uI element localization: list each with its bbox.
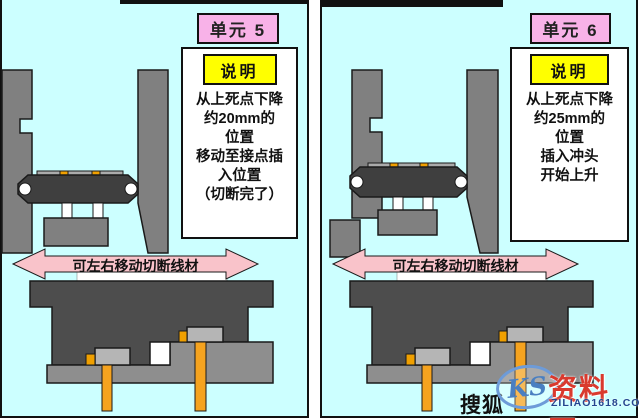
unit5-die-orange-right — [178, 330, 188, 343]
unit5-die-block-right — [186, 326, 224, 343]
unit5-right-column — [137, 69, 169, 254]
unit6-arrow-label: 可左右移动切断线材 — [392, 258, 519, 274]
unit6-ram-top-bar — [322, 0, 503, 7]
watermark-url: ZILIAO1618.COM — [551, 397, 640, 409]
unit6-right-column — [466, 69, 499, 254]
unit6-title: 单元 6 — [542, 21, 599, 40]
unit5-desc-line: 入位置 — [217, 168, 262, 184]
unit5-desc-line: 从上死点下降 — [196, 92, 283, 108]
unit5-die-orange-left — [85, 353, 96, 366]
unit5-anvil-block — [43, 217, 109, 247]
unit5-roller-right-icon — [124, 182, 138, 196]
unit6-desc-line: 插入冲头 — [540, 149, 599, 165]
unit6-carrier-bar — [349, 166, 468, 198]
unit5-desc-line: （切断完了） — [196, 187, 283, 203]
unit6-info-box: 说明 从上死点下降 约25mm的 位置 插入冲头 开始上升 — [510, 47, 629, 242]
unit6-machine — [329, 69, 594, 412]
unit5-move-arrow — [11, 248, 260, 280]
unit5-terminal-left — [61, 202, 73, 220]
unit6-desc-line: 开始上升 — [540, 168, 599, 184]
unit5-desc-line: 约20mm的 — [204, 111, 275, 127]
unit5-desc-line: 位置 — [225, 130, 254, 146]
unit6-die-orange-left — [405, 353, 416, 366]
unit5-desc-line: 移动至接点插 — [196, 149, 283, 165]
unit6-die-block-right — [506, 326, 544, 343]
unit6-desc-line: 约25mm的 — [534, 111, 605, 127]
unit5-note-label: 说明 — [220, 63, 259, 81]
unit6-pin-right — [514, 341, 527, 412]
unit6-die-block-left — [414, 347, 451, 366]
unit5-left-column — [1, 69, 33, 254]
unit6-die-white-insert — [469, 341, 491, 366]
unit6-anvil-block — [377, 209, 438, 236]
unit6-roller-right-icon — [454, 175, 468, 189]
unit5-title-box: 单元 5 — [197, 13, 279, 44]
unit6-die-orange-right — [498, 330, 508, 343]
unit5-terminal-right — [92, 202, 104, 220]
unit6-note-label: 说明 — [550, 63, 589, 81]
unit5-note-box: 说明 — [202, 54, 277, 85]
unit5-die-white-insert — [149, 341, 171, 366]
unit5-description: 从上死点下降 约20mm的 位置 移动至接点插 入位置 （切断完了） — [183, 91, 296, 205]
unit6-lower-left-block — [329, 219, 361, 258]
unit6-move-arrow — [331, 248, 580, 280]
unit6-description: 从上死点下降 约25mm的 位置 插入冲头 开始上升 — [512, 91, 627, 186]
unit5-pin-left — [101, 364, 113, 412]
unit5-carrier-bar — [17, 174, 139, 204]
unit5-ram-top-bar — [120, 0, 307, 4]
unit5-pin-right — [194, 341, 207, 412]
unit6-desc-line: 从上死点下降 — [526, 92, 613, 108]
unit5-roller-left-icon — [18, 182, 32, 196]
footer-caption: 搜狐 — [460, 394, 504, 417]
unit5-machine — [1, 69, 274, 412]
unit6-roller-left-icon — [350, 175, 364, 189]
unit6-note-box: 说明 — [530, 54, 609, 85]
unit6-terminal-right — [422, 196, 434, 212]
unit5-info-box: 说明 从上死点下降 约20mm的 位置 移动至接点插 入位置 （切断完了） — [181, 47, 298, 239]
unit5-die-block-left — [94, 347, 131, 366]
unit6-title-box: 单元 6 — [530, 13, 611, 44]
watermark-site-name: 资料网 — [548, 374, 611, 420]
unit6-pin-left — [421, 364, 433, 412]
unit6-desc-line: 位置 — [555, 130, 584, 146]
unit5-arrow-label: 可左右移动切断线材 — [72, 258, 199, 274]
unit6-terminal-left — [392, 196, 404, 212]
unit5-title: 单元 5 — [209, 21, 267, 40]
